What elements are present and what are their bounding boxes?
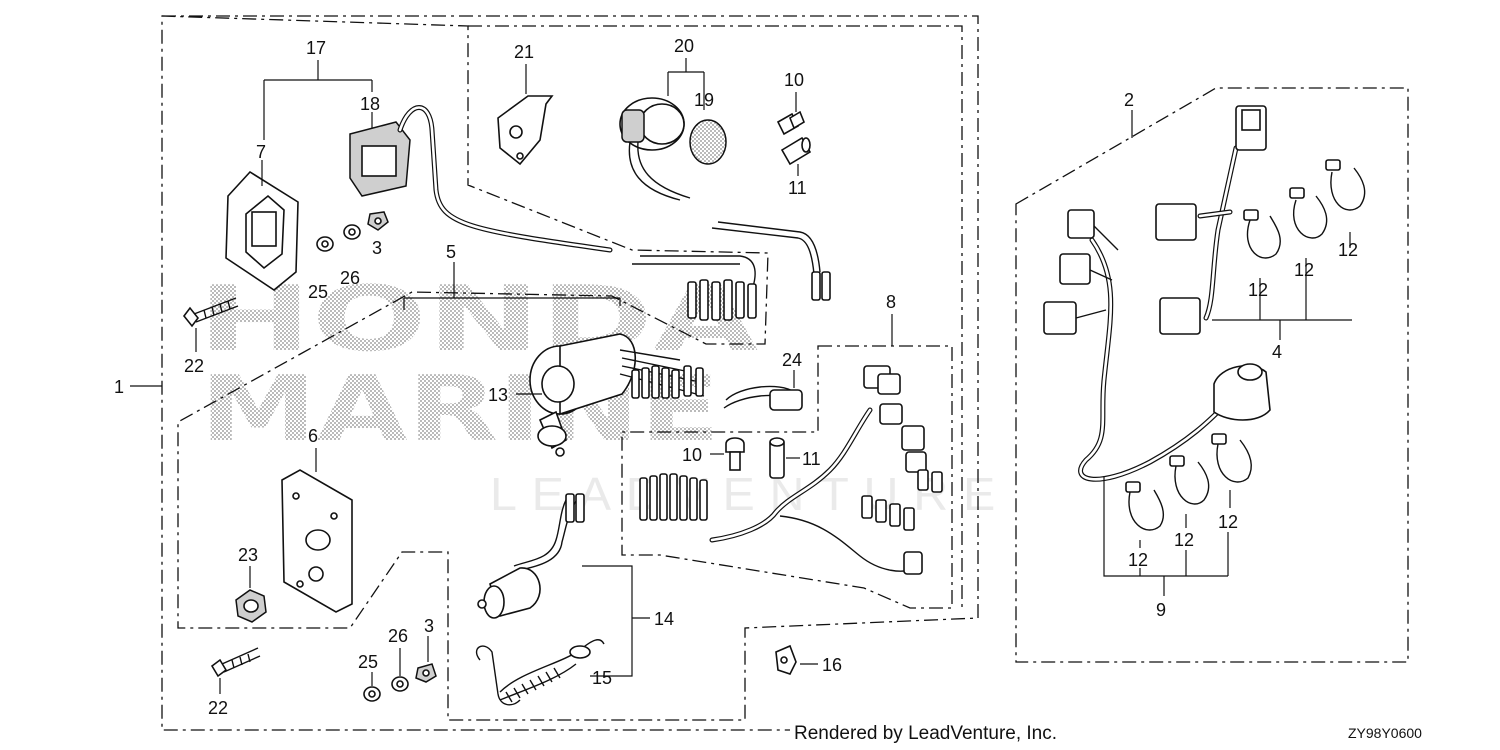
callout-7: 7 — [256, 142, 266, 162]
harness-2-boundary — [1015, 87, 1409, 663]
callout-11-lower: 11 — [802, 449, 821, 469]
callout-11-upper: 11 — [788, 178, 807, 198]
callout-20: 20 — [674, 36, 694, 56]
callout-17: 17 — [306, 38, 326, 58]
clamp-12-group-top — [1243, 159, 1366, 259]
watermark-honda: HONDA — [198, 267, 759, 372]
callout-12-b: 12 — [1294, 260, 1314, 280]
hardware-upper — [316, 211, 389, 252]
callout-1: 1 — [114, 377, 124, 397]
harness-8 — [639, 365, 943, 575]
callout-12-c: 12 — [1338, 240, 1358, 260]
upper-wire-ends — [811, 271, 831, 301]
callout-22-upper: 22 — [184, 356, 204, 376]
lanyard-15 — [475, 639, 605, 706]
panel-plate-6 — [281, 469, 353, 613]
callout-6: 6 — [308, 426, 318, 446]
callout-16: 16 — [822, 655, 842, 675]
callout-labels: 1 2 3 3 4 5 6 7 8 9 10 10 11 11 12 12 12… — [114, 36, 1358, 718]
callout-24: 24 — [782, 350, 802, 370]
rendered-by-credit: Rendered by LeadVenture, Inc. — [794, 723, 1057, 744]
switch-18 — [349, 121, 411, 197]
callout-21: 21 — [514, 42, 534, 62]
callout-3-lower: 3 — [424, 616, 434, 636]
upper-terminals — [687, 279, 757, 321]
subgroup-top-right — [468, 25, 963, 610]
callout-12-f: 12 — [1218, 512, 1238, 532]
callout-25-upper: 25 — [308, 282, 328, 302]
callout-12-d: 12 — [1128, 550, 1148, 570]
callout-22-lower: 22 — [208, 698, 228, 718]
callout-10-lower: 10 — [682, 445, 702, 465]
panel-plate-7 — [225, 170, 299, 291]
sleeve-11-lower — [769, 437, 785, 479]
callout-5: 5 — [446, 242, 456, 262]
sleeve-11-upper — [780, 136, 812, 166]
callout-26-lower: 26 — [388, 626, 408, 646]
screw-22-lower — [210, 647, 261, 678]
callout-23: 23 — [238, 545, 258, 565]
hardware-lower — [363, 663, 437, 702]
callout-12-a: 12 — [1248, 280, 1268, 300]
screw-22-upper — [182, 297, 239, 328]
bracket-14 — [582, 565, 650, 677]
callout-25-lower: 25 — [358, 652, 378, 672]
assembly-1-boundary — [161, 15, 979, 731]
callout-9: 9 — [1156, 600, 1166, 620]
callout-15: 15 — [592, 668, 612, 688]
key-switch-terminals — [619, 349, 705, 399]
callout-3-upper: 3 — [372, 238, 382, 258]
callout-10-upper: 10 — [784, 70, 804, 90]
screw-10-lower — [725, 437, 745, 471]
callout-19: 19 — [694, 90, 714, 110]
callout-12-e: 12 — [1174, 530, 1194, 550]
diagram-code: ZY98Y0600 — [1348, 725, 1422, 741]
cover-19 — [689, 119, 727, 165]
harness-2 — [1043, 105, 1271, 482]
screw-10-upper — [776, 110, 805, 136]
bracket-21 — [497, 95, 554, 166]
nut-23 — [235, 589, 267, 623]
key-switch-13 — [529, 333, 637, 457]
bracket-17 — [263, 60, 373, 140]
clip-16 — [775, 644, 797, 675]
bracket-5 — [403, 262, 621, 310]
clamp-12-group-bottom — [1125, 433, 1252, 531]
bracket-20 — [667, 58, 705, 110]
callout-26-upper: 26 — [340, 268, 360, 288]
callout-13: 13 — [488, 385, 508, 405]
callout-8: 8 — [886, 292, 896, 312]
callout-2: 2 — [1124, 90, 1134, 110]
stop-switch-14 — [477, 493, 585, 619]
callout-18: 18 — [360, 94, 380, 114]
horn-20 — [619, 97, 691, 201]
harness-8-boundary — [621, 345, 953, 609]
callout-4: 4 — [1272, 342, 1282, 362]
callout-14: 14 — [654, 609, 674, 629]
clip-24 — [723, 385, 803, 411]
